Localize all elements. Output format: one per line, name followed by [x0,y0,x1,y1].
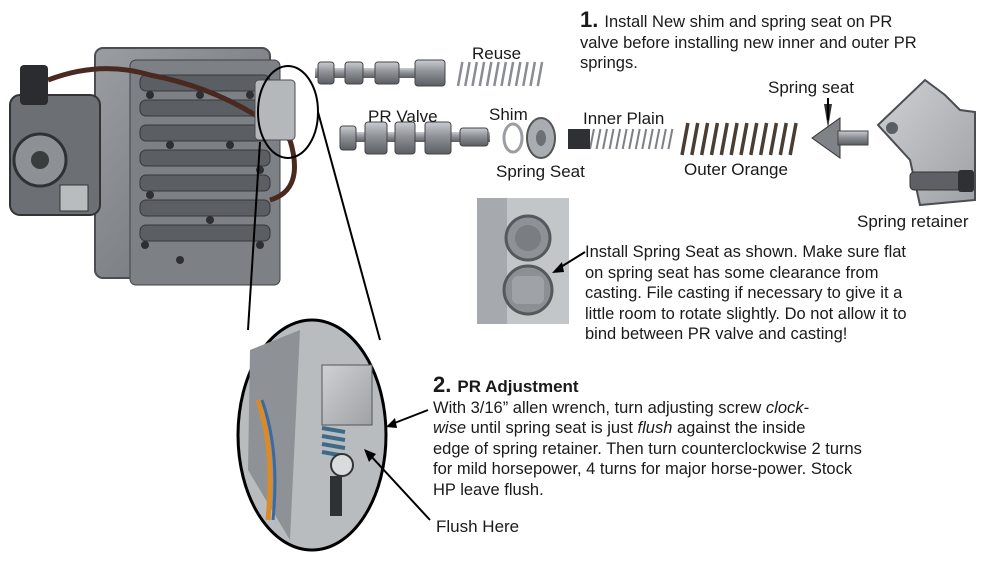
reuse-valve-part [315,59,446,87]
spring-retainer-part [876,78,976,207]
label-shim: Shim [489,105,528,124]
label-outer-orange: Outer Orange [684,160,788,179]
step2-instruction: 2. PR Adjustment With 3/16” allen wrench,… [433,372,873,500]
label-pr-valve: PR Valve [368,107,438,126]
adjust-arrow-line [391,409,429,425]
inner-spring-dark-end [568,129,590,149]
flush-arrow-head [364,449,376,462]
step2-line1-italic: clock- [765,398,809,417]
step2-rest-text: edge of spring retainer. Then turn count… [433,439,862,499]
outer-orange-spring [680,122,798,156]
note-arrow-head [552,262,564,273]
valve-body-image [9,47,297,286]
shim-part [502,122,524,154]
pr-valve-part [339,121,490,155]
step2-number: 2. [433,372,452,397]
label-spring-seat-lower: Spring Seat [496,162,585,181]
spring-seat-note: Install Spring Seat as shown. Make sure … [585,243,907,343]
adjust-arrow-head [386,418,397,428]
label-inner-plain: Inner Plain [583,109,665,128]
step2-line2-italic-c: flush [637,419,673,437]
label-spring-retainer: Spring retainer [857,212,969,231]
flush-arrow-line [369,454,431,521]
step2-line2-italic-a: wise [433,419,467,437]
step1-text: Install New shim and spring seat on PR v… [580,13,917,72]
spring-seat-part [526,117,556,159]
connector-line-right [317,111,381,341]
spring-seat-upper-part [811,104,869,159]
label-spring-seat-upper: Spring seat [768,78,854,97]
label-flush-here: Flush Here [436,517,520,536]
step1-number: 1. [580,7,599,32]
label-reuse: Reuse [472,44,522,63]
reuse-spring [456,61,544,87]
step2-line2-text-b: until spring seat is just [466,419,638,437]
spring-seat-installed-photo [477,198,569,324]
step2-line2-text-d: against the inside [672,419,806,437]
step2-title: PR Adjustment [457,377,579,396]
step1-instruction: 1.Install New shim and spring seat on PR… [580,7,925,74]
inner-plain-spring [589,128,674,150]
connector-line-left [247,141,261,331]
pr-adjustment-closeup-image [236,318,388,552]
step2-line1-text: With 3/16” allen wrench, turn adjusting … [433,398,766,417]
